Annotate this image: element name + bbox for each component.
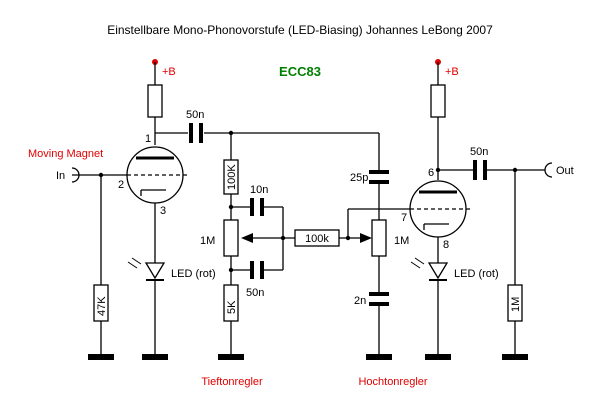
bass-section-label: Tieftonregler: [201, 376, 263, 388]
tube2-pin-grid: 7: [401, 212, 407, 224]
tube2-pin-cathode: 8: [443, 239, 449, 251]
treble-capacitor-bottom-label: 2n: [354, 295, 366, 307]
ground-3: [218, 354, 244, 360]
bass-capacitor-top: [250, 198, 264, 216]
treble-capacitor-bottom: [369, 292, 389, 306]
tone-resistor-top-label: 100K: [226, 164, 238, 190]
bass-capacitor-bottom-label: 50n: [246, 287, 264, 299]
ground-4: [366, 354, 392, 360]
coupling-capacitor-2-label: 50n: [470, 146, 488, 158]
tube-2: [409, 180, 470, 238]
plate-resistor-1: [147, 84, 163, 118]
led-2: [410, 257, 449, 281]
treble-potentiometer: [371, 219, 387, 257]
diagram-title: Einstellbare Mono-Phonovorstufe (LED-Bia…: [107, 23, 493, 37]
led-1-label: LED (rot): [171, 268, 216, 280]
treble-section-label: Hochtonregler: [358, 376, 427, 388]
tube2-pin-plate: 6: [428, 167, 434, 179]
plate-resistor-2: [430, 84, 446, 118]
input-jack-label: In: [56, 170, 65, 182]
bass-capacitor-top-label: 10n: [250, 184, 268, 196]
supply-label-2: +B: [445, 66, 459, 78]
ground-2: [142, 354, 168, 360]
tube1-pin-grid: 2: [118, 179, 124, 191]
led-2-label: LED (rot): [454, 268, 499, 280]
bass-potentiometer-label: 1M: [200, 235, 215, 247]
output-resistor-label: 1M: [510, 297, 522, 312]
bass-capacitor-bottom: [250, 261, 264, 279]
output-jack-label: Out: [556, 165, 574, 177]
tube1-pin-cathode: 3: [160, 205, 166, 217]
led-1: [127, 257, 166, 281]
ground-6: [502, 354, 528, 360]
bass-potentiometer: [223, 219, 239, 257]
grid-resistor-label: 47K: [96, 296, 108, 316]
moving-magnet-label: Moving Magnet: [28, 148, 103, 160]
coupling-capacitor-1-label: 50n: [186, 109, 204, 121]
bridge-resistor-label: 100k: [305, 233, 329, 245]
ground-5: [425, 354, 451, 360]
output-jack: Out: [544, 162, 574, 178]
treble-capacitor-top-label: 25p: [350, 172, 368, 184]
tube-type-label: ECC83: [279, 64, 321, 79]
tone-resistor-bottom-label: 5K: [226, 300, 238, 314]
supply-label-1: +B: [162, 66, 176, 78]
tube-1: [126, 146, 187, 204]
ground-1: [88, 354, 114, 360]
coupling-capacitor-1: [189, 123, 203, 143]
tube1-pin-plate: 1: [145, 133, 151, 145]
treble-capacitor-top: [369, 170, 389, 184]
coupling-capacitor-2: [473, 160, 487, 180]
treble-potentiometer-label: 1M: [394, 235, 409, 247]
